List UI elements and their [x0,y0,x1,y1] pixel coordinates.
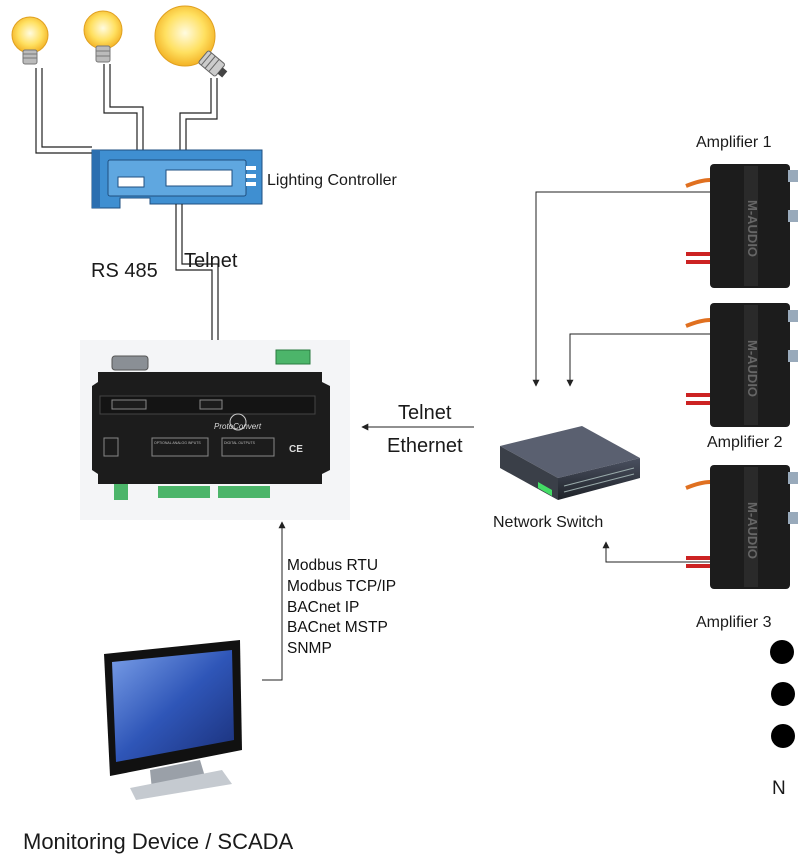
rs485-label: RS 485 [91,260,158,282]
more-dot [770,640,794,664]
amplifier-n-label: N [772,778,786,799]
telnet-label: Telnet [398,402,452,424]
protocol-item: SNMP [287,640,332,658]
bulb-icon [154,5,228,78]
amplifier-3-label: Amplifier 3 [696,614,772,631]
amplifier-brand: M-AUDIO [745,502,760,559]
bulb-icon [83,10,123,63]
protocol-item: BACnet IP [287,598,360,616]
network-switch-icon [500,426,640,500]
protocol-item: BACnet MSTP [287,619,388,637]
monitor-to-gateway-arrow [262,521,286,681]
amplifier-2-label: Amplifier 2 [707,434,783,451]
gateway-device-icon [92,349,330,500]
amplifier-brand: M-AUDIO [745,340,760,397]
protocol-item: Modbus RTU [287,557,379,574]
bulb-wires [35,64,218,154]
amplifier-1-label: Amplifier 1 [696,134,772,151]
ethernet-label: Ethernet [387,435,463,457]
protocol-list: Modbus RTU Modbus TCP/IP BACnet IP BACne… [287,556,396,660]
amplifier-icon [685,303,798,427]
gateway-panel-left: OPTIONAL ANALOG INPUTS [154,441,201,445]
gateway-panel-right: DIGITAL OUTPUTS [224,441,256,445]
gateway-brand: ProtoConvert [214,422,262,431]
monitor-icon [104,640,242,800]
bulb-icon [11,16,49,65]
lighting-controller-label: Lighting Controller [267,172,397,189]
protocol-item: Modbus TCP/IP [287,577,397,595]
amp-to-switch-arrows [532,191,710,563]
telnet-top-label: Telnet [184,250,238,272]
gateway-ce-mark: CE [289,444,303,455]
more-dot [771,682,795,706]
more-dot [771,724,795,748]
amplifier-icon [685,465,798,589]
amplifier-icon [685,164,798,288]
lighting-controller-icon [91,149,263,209]
network-switch-label: Network Switch [493,514,604,531]
rs485-wires [175,204,219,342]
monitor-label: Monitoring Device / SCADA [23,829,294,854]
amplifier-brand: M-AUDIO [745,200,760,257]
